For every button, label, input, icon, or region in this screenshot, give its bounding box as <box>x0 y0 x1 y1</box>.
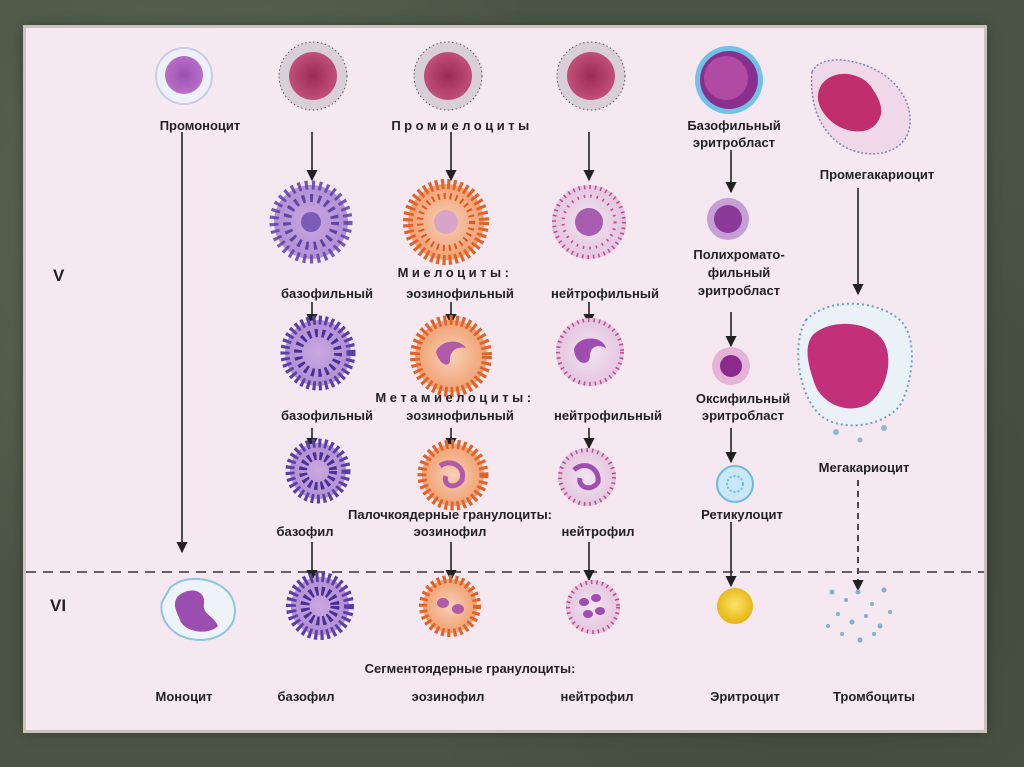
polychromatophilic-erythroblast-cell <box>707 198 749 240</box>
thrombocytes-cluster <box>826 587 892 643</box>
oxyphilic-erythroblast-cell <box>712 347 750 385</box>
promegakaryocyte-cell <box>810 59 911 155</box>
promyelocyte-eosinophilic-cell <box>413 41 483 111</box>
promonocyte-cell <box>155 47 213 105</box>
segmented-eosinophil-cell <box>419 575 481 637</box>
oxyphilic-erythroblast-label-line2: эритробласт <box>701 408 785 423</box>
myelocytes-title: Миелоциты: <box>397 265 513 280</box>
reticulocyte-label: Ретикулоцит <box>701 507 783 522</box>
megakaryocyte-label: Мегакариоцит <box>818 460 910 475</box>
metamyelocytes-title: Метамиелоциты: <box>375 390 535 405</box>
monocyte-cell <box>160 577 236 642</box>
segmented-neutrophil-cell <box>566 580 620 634</box>
stage-vi-label: VI <box>50 596 67 615</box>
myelocyte-neutrophilic-label: нейтрофильный <box>551 286 659 301</box>
promyelocytes-label: Промиелоциты <box>391 118 533 133</box>
stage-v-label: V <box>53 266 65 285</box>
basophilic-metamyelocyte-cell <box>280 315 356 391</box>
thrombocytes-label: Тромбоциты <box>832 689 916 704</box>
basophilic-erythroblast-label-line2: эритробласт <box>692 135 776 150</box>
myelocyte-eosinophilic-label: эозинофильный <box>406 286 514 301</box>
band-eosinophil-cell <box>417 439 489 511</box>
band-eosinophil-label: эозинофил <box>413 524 487 539</box>
promegakaryocyte-label: Промегакариоцит <box>819 167 935 182</box>
reticulocyte-cell <box>716 465 754 503</box>
basophilic-erythroblast-cell <box>695 46 763 114</box>
promyelocyte-basophilic-cell <box>278 41 348 111</box>
arrows <box>176 132 864 592</box>
segmented-granulocytes-title: Сегментоядерные гранулоциты: <box>364 661 576 676</box>
metamyelocyte-basophilic-label: базофильный <box>280 408 374 423</box>
metamyelocyte-neutrophilic-label: нейтрофильный <box>554 408 662 423</box>
erythrocyte-label: Эритроцит <box>710 689 780 704</box>
segmented-eosinophil-label: эозинофил <box>411 689 485 704</box>
polychromatophilic-label-line1: Полихромато- <box>693 247 785 262</box>
band-neutrophil-cell <box>558 448 616 506</box>
promyelocyte-neutrophilic-cell <box>556 41 626 111</box>
neutrophilic-myelocyte-cell <box>552 185 626 259</box>
erythrocyte-cell <box>717 588 753 624</box>
eosinophilic-metamyelocyte-cell <box>410 315 492 397</box>
band-neutrophil-label: нейтрофил <box>561 524 635 539</box>
eosinophilic-myelocyte-cell <box>403 179 489 265</box>
oxyphilic-erythroblast-label-line1: Оксифильный <box>695 391 791 406</box>
segmented-neutrophil-label: нейтрофил <box>560 689 634 704</box>
segmented-basophil-label: базофил <box>277 689 335 704</box>
basophilic-erythroblast-label-line1: Базофильный <box>687 118 781 133</box>
polychromatophilic-label-line2: фильный <box>707 265 771 280</box>
band-granulocytes-title: Палочкоядерные гранулоциты: <box>347 507 553 522</box>
monocyte-label: Моноцит <box>155 689 213 704</box>
band-basophil-cell <box>285 438 351 504</box>
band-basophil-label: базофил <box>276 524 334 539</box>
metamyelocyte-eosinophilic-label: эозинофильный <box>406 408 514 423</box>
segmented-basophil-cell <box>286 572 354 640</box>
megakaryocyte-cell <box>797 302 913 443</box>
promonocyte-label: Промоноцит <box>159 118 241 133</box>
neutrophilic-metamyelocyte-cell <box>556 318 624 386</box>
myelocyte-basophilic-label: базофильный <box>280 286 374 301</box>
polychromatophilic-label-line3: эритробласт <box>697 283 781 298</box>
basophilic-myelocyte-cell <box>269 180 353 264</box>
